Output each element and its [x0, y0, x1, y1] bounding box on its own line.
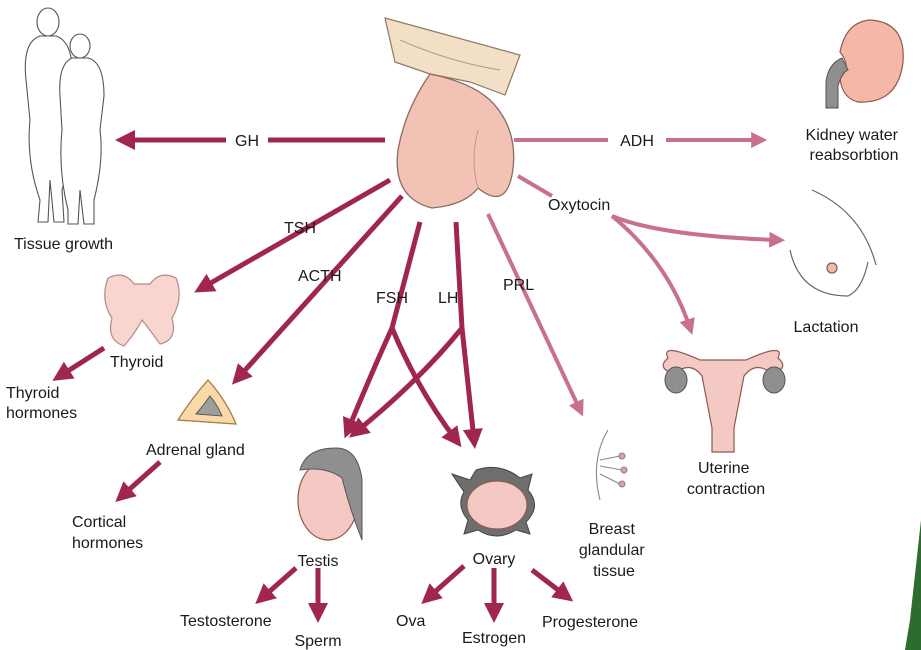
sperm-label: Sperm [294, 633, 341, 650]
uterus-illustration [662, 349, 786, 453]
fsh-arrows [342, 221, 462, 448]
cortical-hormones-arrow [115, 460, 162, 503]
testis-illustration [297, 447, 363, 541]
progesterone-label: Progesterone [542, 614, 638, 631]
fsh-label: FSH [376, 290, 408, 307]
adh-label: ADH [620, 133, 654, 150]
acth-arrow [231, 194, 404, 385]
lh-arrows [349, 221, 483, 449]
lh-label: LH [438, 290, 458, 307]
tsh-arrow [194, 177, 392, 293]
uterine-contraction-label: Uterine contraction [687, 460, 765, 498]
ova-arrow [421, 564, 466, 604]
testosterone-label: Testosterone [180, 613, 272, 630]
breast-illustration [789, 189, 877, 297]
kidney-illustration [825, 19, 904, 109]
testis-label: Testis [298, 553, 339, 570]
prl-arrow [486, 213, 584, 417]
adrenal-gland-label: Adrenal gland [146, 442, 245, 459]
tissue-growth-label: Tissue growth [14, 236, 113, 253]
oxytocin-label: Oxytocin [548, 197, 610, 214]
thyroid-illustration [104, 274, 180, 347]
lactation-label: Lactation [794, 319, 859, 336]
testosterone-arrow [255, 566, 298, 604]
acth-label: ACTH [298, 268, 342, 285]
breast-glandular-tissue-label: Breast glandular tissue [579, 521, 649, 580]
ova-label: Ova [396, 613, 425, 630]
estrogen-label: Estrogen [462, 630, 526, 647]
cortical-hormones-label: Cortical hormones [72, 514, 143, 552]
pituitary-gland [384, 17, 521, 209]
prl-label: PRL [503, 277, 534, 294]
thyroid-hormones-arrow [52, 345, 106, 381]
tsh-label: TSH [284, 220, 316, 237]
ovary-label: Ovary [473, 551, 516, 568]
kidney-label: Kidney water reabsorbtion [806, 127, 903, 164]
oxytocin-arrows [516, 174, 786, 335]
thyroid-hormones-label: Thyroid hormones [6, 385, 77, 422]
human-figures-illustration [24, 7, 105, 225]
gh-label: GH [235, 133, 259, 150]
breast-glandular-tissue-illustration [595, 429, 628, 501]
green-leaf-decoration [905, 520, 921, 650]
progesterone-arrow [530, 568, 574, 602]
adrenal-gland-illustration [176, 379, 238, 425]
ovary-illustration [450, 466, 535, 537]
thyroid-label: Thyroid [110, 354, 163, 371]
